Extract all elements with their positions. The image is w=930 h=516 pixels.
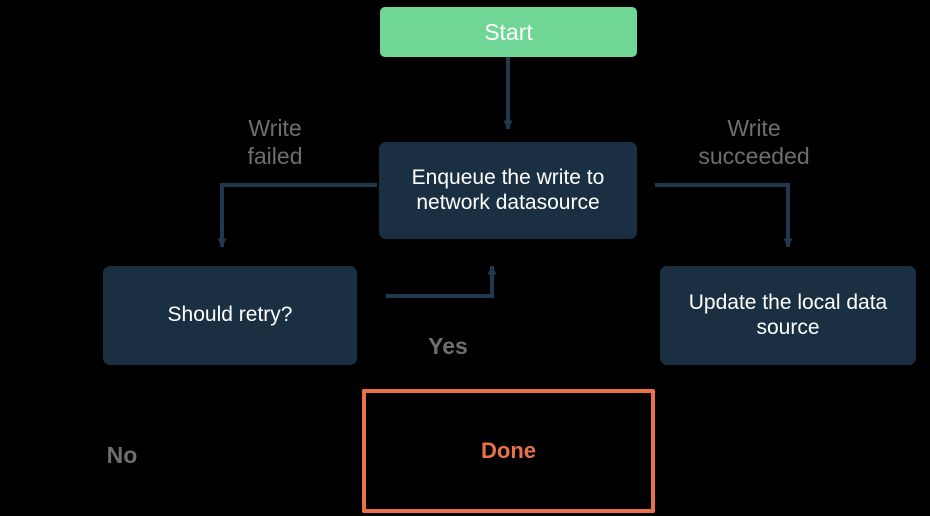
edge-label-yes: Yes bbox=[428, 333, 468, 359]
node-enqueue-write-label: Enqueue the write to network datasource bbox=[411, 166, 605, 214]
edge-label-write-succeeded: Write succeeded bbox=[698, 115, 810, 169]
node-done-label: Done bbox=[481, 438, 536, 464]
node-update-local-data-source[interactable]: Update the local data source bbox=[660, 266, 916, 365]
edge-enqueue-to-update-local bbox=[655, 183, 793, 248]
node-should-retry[interactable]: Should retry? bbox=[103, 266, 357, 365]
node-update-local-data-source-label: Update the local data source bbox=[688, 291, 888, 339]
edge-enqueue-to-should-retry bbox=[217, 183, 377, 248]
node-start-label: Start bbox=[484, 18, 533, 45]
node-done[interactable]: Done bbox=[362, 389, 655, 513]
node-should-retry-label: Should retry? bbox=[167, 303, 293, 327]
edge-should-retry-to-enqueue bbox=[386, 265, 497, 298]
edge-label-no: No bbox=[106, 442, 138, 468]
node-enqueue-write[interactable]: Enqueue the write to network datasource bbox=[379, 142, 637, 239]
node-start[interactable]: Start bbox=[380, 7, 637, 57]
edge-label-write-failed: Write failed bbox=[247, 115, 303, 169]
